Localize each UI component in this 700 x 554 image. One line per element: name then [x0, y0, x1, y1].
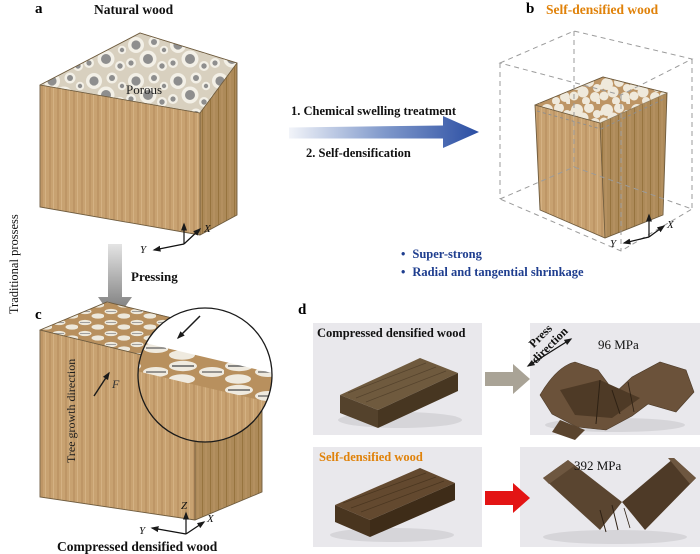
axis-y-label: Y [139, 525, 147, 537]
chemical-treatment-arrow [289, 116, 479, 148]
process-step-2: 2. Self-densification [306, 146, 411, 160]
pressing-label: Pressing [131, 269, 178, 284]
compression-arrow [176, 315, 201, 340]
self-densified-photo-caption: Self-densified wood [319, 450, 423, 464]
press-direction-arrow [526, 338, 573, 367]
panel-b-axes: Y X [610, 213, 675, 250]
axis-y-label: Y [610, 238, 618, 250]
panel-c-caption: Compressed densified wood [57, 539, 218, 554]
panel-d-label: d [298, 302, 307, 318]
property-item: Super-strong [401, 245, 584, 263]
compressed-strength-value: 96 MPa [598, 337, 639, 352]
panel-c-axes: Y X Z [139, 500, 215, 537]
process-step-1: 1. Chemical swelling treatment [291, 104, 457, 118]
original-volume-dashed-box [498, 30, 694, 252]
force-arrow [93, 371, 110, 397]
properties-list: Super-strong Radial and tangential shrin… [401, 245, 584, 281]
axis-x-label: X [203, 223, 212, 235]
photo-compressed-bar [313, 323, 482, 435]
self-densified-strength-value: 392 MPa [574, 458, 622, 473]
traditional-process-label: Traditional prossess [6, 214, 21, 315]
red-result-arrow [485, 483, 530, 513]
panel-a-title: Natural wood [94, 2, 174, 17]
axis-x-label: X [666, 219, 675, 231]
panel-a-label: a [35, 1, 43, 17]
photo-self-densified-bar [313, 447, 482, 547]
photo-compressed-broken [526, 323, 700, 440]
axis-y-label: Y [140, 244, 148, 256]
axis-x-label: X [206, 513, 215, 525]
tree-growth-direction-label: Tree growth direction [64, 358, 79, 464]
property-item: Radial and tangential shrinkage [401, 263, 583, 281]
panel-b-title: Self-densified wood [546, 2, 659, 17]
panel-b-label: b [526, 1, 535, 17]
self-densified-block [534, 76, 668, 239]
magnifier-circle [137, 307, 273, 443]
panel-c-label: c [35, 307, 42, 323]
panel-a-axes: Y X [140, 222, 212, 256]
porous-annotation: Porous [126, 82, 163, 97]
axis-z-label: Z [181, 500, 188, 512]
natural-wood-block [39, 32, 238, 236]
gray-result-arrow [485, 364, 530, 394]
force-label: F [112, 377, 120, 391]
photo-self-densified-bent [520, 447, 700, 547]
compressed-photo-caption: Compressed densified wood [317, 326, 466, 340]
